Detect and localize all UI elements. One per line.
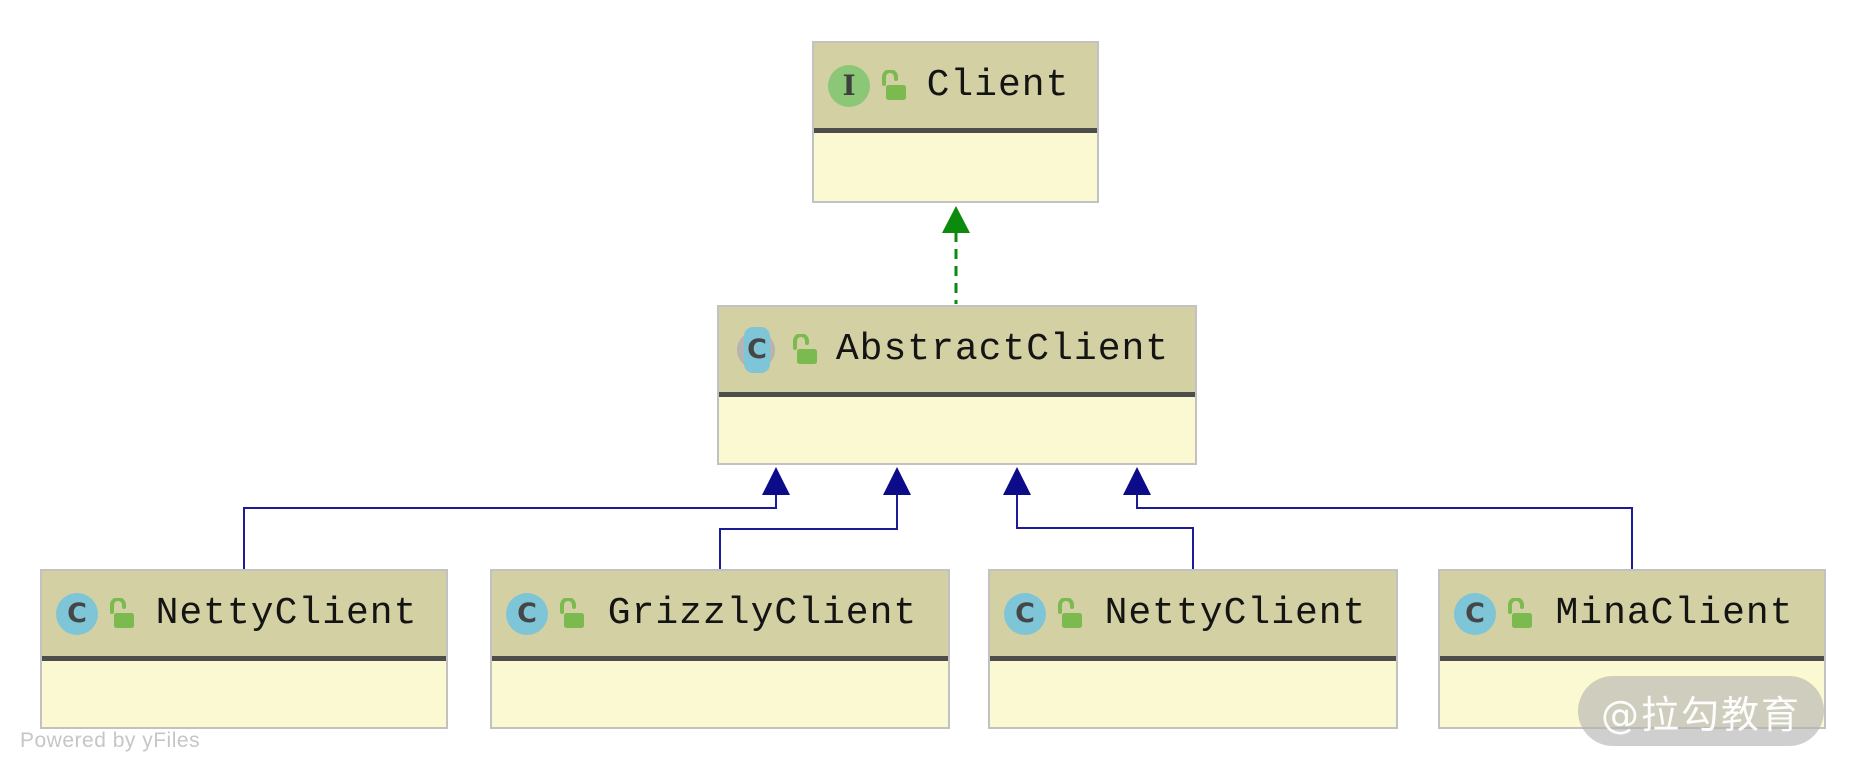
generalization-edge-grizzlyclient-to-abstractclient[interactable] — [719, 467, 911, 570]
generalization-arrowhead-icon — [1123, 467, 1151, 495]
class-icon-circle — [1004, 592, 1046, 635]
class-node-client[interactable]: I Client — [812, 41, 1099, 203]
class-icon-circle — [56, 592, 98, 635]
node-header: C MinaClient — [1440, 571, 1824, 656]
generalization-edge-nettyclient2-to-abstractclient[interactable] — [1003, 467, 1194, 570]
node-separator — [42, 656, 446, 661]
interface-icon-letter: I — [842, 68, 856, 102]
node-separator — [492, 656, 948, 661]
node-title: Client — [926, 64, 1070, 107]
class-node-nettyclient-2[interactable]: C NettyClient — [988, 569, 1398, 729]
node-separator — [1440, 656, 1824, 661]
node-header: C AbstractClient — [719, 307, 1195, 392]
class-node-grizzlyclient[interactable]: C GrizzlyClient — [490, 569, 950, 729]
node-body — [492, 661, 948, 727]
class-icon-letter: C — [1465, 598, 1485, 629]
node-header: I Client — [814, 43, 1097, 128]
generalization-edge-minaclient-to-abstractclient[interactable] — [1123, 467, 1633, 570]
node-title: NettyClient — [1104, 592, 1367, 635]
generalization-arrowhead-icon — [1003, 467, 1031, 495]
public-unlocked-padlock-icon — [1505, 597, 1535, 630]
generalization-edge-nettyclient1-to-abstractclient[interactable] — [243, 467, 790, 570]
node-separator — [814, 128, 1097, 133]
node-body — [814, 133, 1097, 201]
node-header: C GrizzlyClient — [492, 571, 948, 656]
generalization-arrowhead-icon — [883, 467, 911, 495]
public-unlocked-padlock-icon — [1055, 597, 1085, 630]
node-body — [719, 397, 1195, 463]
class-icon: C — [506, 591, 548, 637]
class-icon: C — [1004, 591, 1046, 637]
class-node-nettyclient-1[interactable]: C NettyClient — [40, 569, 448, 729]
public-unlocked-padlock-icon — [790, 333, 820, 366]
class-icon: C — [1454, 591, 1496, 637]
interface-icon: I — [828, 63, 870, 109]
node-title: AbstractClient — [835, 328, 1170, 371]
generalization-arrowhead-icon — [762, 467, 790, 495]
class-icon-letter: C — [67, 598, 87, 629]
public-unlocked-padlock-icon — [107, 597, 137, 630]
class-icon-circle — [506, 592, 548, 635]
node-separator — [719, 392, 1195, 397]
node-separator — [990, 656, 1396, 661]
node-title: MinaClient — [1555, 592, 1794, 635]
public-unlocked-padlock-icon — [557, 597, 587, 630]
watermark-text: @拉勾教育 — [1600, 692, 1801, 737]
class-icon-letter: C — [747, 334, 767, 365]
node-title: NettyClient — [155, 592, 418, 635]
class-icon-letter: C — [1015, 598, 1035, 629]
class-node-abstractclient[interactable]: C AbstractClient — [717, 305, 1197, 465]
abstract-class-icon-pill — [744, 326, 770, 373]
node-body — [42, 661, 446, 727]
public-unlocked-padlock-icon — [879, 69, 909, 102]
node-header: C NettyClient — [990, 571, 1396, 656]
class-icon-letter: C — [517, 598, 537, 629]
realization-edge-abstractclient-to-client[interactable] — [942, 206, 970, 304]
realization-arrowhead-icon — [942, 206, 970, 233]
node-title: GrizzlyClient — [607, 592, 918, 635]
powered-by-yfiles-label: Powered by yFiles — [20, 729, 201, 752]
abstract-class-icon: C — [733, 326, 781, 373]
watermark-badge: @拉勾教育 — [1578, 676, 1824, 746]
node-header: C NettyClient — [42, 571, 446, 656]
class-icon: C — [56, 591, 98, 637]
class-icon-circle — [1454, 592, 1496, 635]
interface-icon-circle — [828, 64, 870, 107]
node-body — [990, 661, 1396, 727]
